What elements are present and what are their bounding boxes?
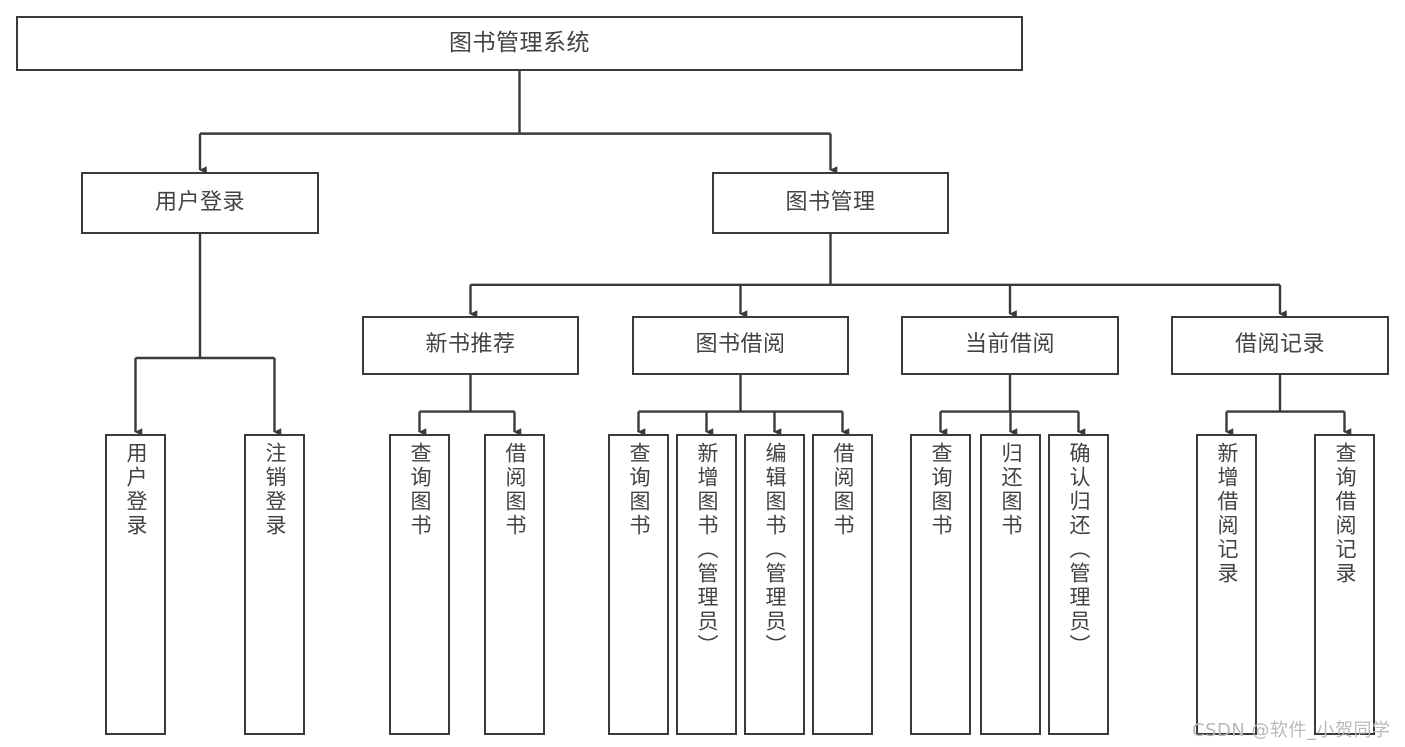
node-leaf-9[interactable]: 查询图书	[910, 434, 971, 735]
node-borrow[interactable]: 图书借阅	[632, 316, 849, 375]
node-label: 借阅图书	[502, 442, 527, 538]
node-label: 图书管理系统	[449, 30, 590, 57]
node-label: 新书推荐	[425, 332, 516, 358]
node-label: 编辑图书（管理员）	[762, 442, 787, 658]
node-label: 借阅图书	[830, 442, 855, 538]
node-leaf-12[interactable]: 新增借阅记录	[1196, 434, 1257, 735]
node-leaf-3[interactable]: 查询图书	[389, 434, 450, 735]
node-current[interactable]: 当前借阅	[901, 316, 1119, 375]
node-leaf-7[interactable]: 编辑图书（管理员）	[744, 434, 805, 735]
node-leaf-1[interactable]: 用户登录	[105, 434, 166, 735]
node-label: 归还图书	[998, 442, 1023, 538]
node-label: 注销登录	[262, 442, 287, 538]
node-leaf-4[interactable]: 借阅图书	[484, 434, 545, 735]
node-records[interactable]: 借阅记录	[1171, 316, 1389, 375]
node-label: 查询借阅记录	[1332, 442, 1357, 586]
node-leaf-10[interactable]: 归还图书	[980, 434, 1041, 735]
node-label: 用户登录	[154, 189, 245, 215]
node-label: 图书借阅	[695, 332, 786, 358]
node-label: 当前借阅	[964, 332, 1055, 358]
node-label: 借阅记录	[1234, 332, 1325, 358]
node-root[interactable]: 图书管理系统	[16, 16, 1023, 71]
node-newbook[interactable]: 新书推荐	[362, 316, 579, 375]
node-label: 新增图书（管理员）	[694, 442, 719, 658]
node-label: 查询图书	[928, 442, 953, 538]
node-leaf-2[interactable]: 注销登录	[244, 434, 305, 735]
node-bookmgmt[interactable]: 图书管理	[712, 172, 949, 234]
node-label: 新增借阅记录	[1214, 442, 1239, 586]
watermark-text: CSDN @软件_小贺同学	[1192, 720, 1391, 741]
node-label: 图书管理	[785, 189, 876, 215]
node-label: 查询图书	[626, 442, 651, 538]
node-label: 确认归还（管理员）	[1066, 442, 1091, 658]
node-leaf-6[interactable]: 新增图书（管理员）	[676, 434, 737, 735]
node-leaf-13[interactable]: 查询借阅记录	[1314, 434, 1375, 735]
node-leaf-11[interactable]: 确认归还（管理员）	[1048, 434, 1109, 735]
node-leaf-8[interactable]: 借阅图书	[812, 434, 873, 735]
node-leaf-5[interactable]: 查询图书	[608, 434, 669, 735]
node-label: 查询图书	[407, 442, 432, 538]
node-login[interactable]: 用户登录	[81, 172, 319, 234]
node-label: 用户登录	[123, 442, 148, 538]
